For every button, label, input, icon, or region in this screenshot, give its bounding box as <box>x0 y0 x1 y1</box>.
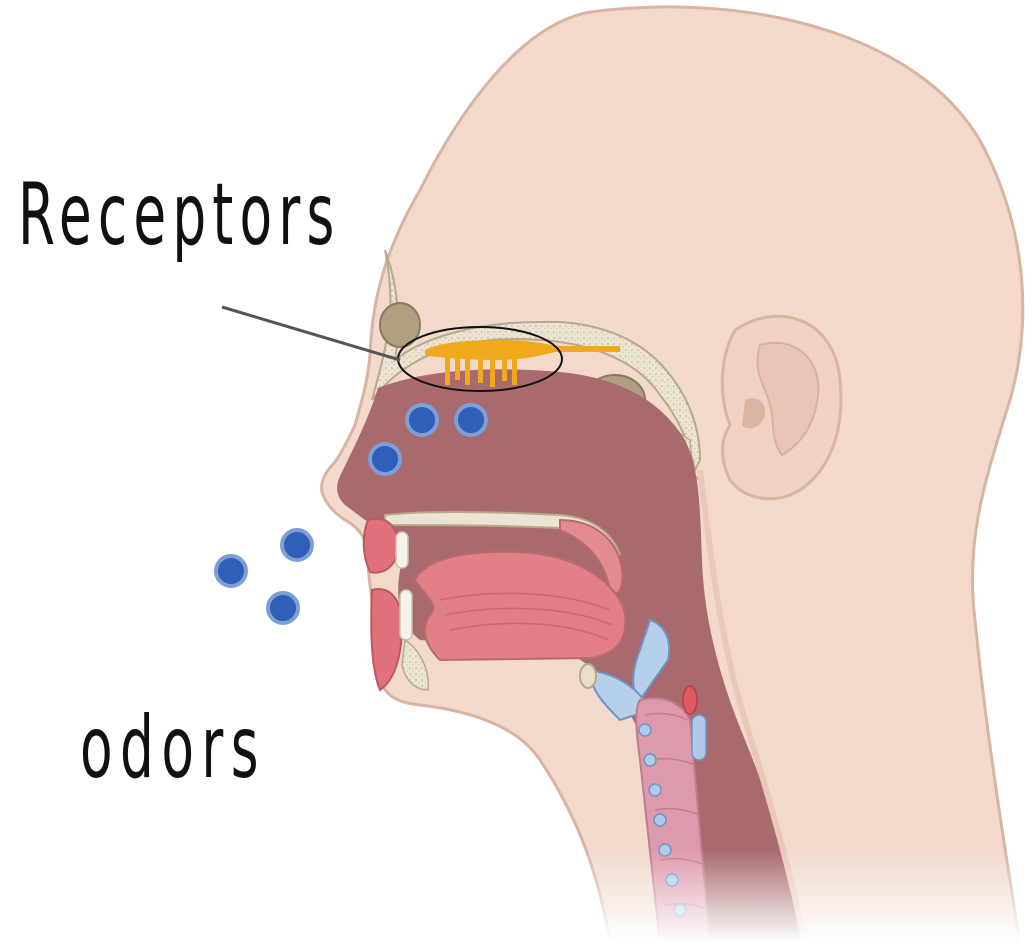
odor-molecule-icon <box>216 556 246 586</box>
odor-molecules-outside <box>216 530 312 623</box>
bottom-fade <box>540 850 1035 943</box>
odors-label: odors <box>80 705 266 791</box>
odor-molecule-icon <box>370 444 400 474</box>
receptors-label: Receptors <box>18 172 340 258</box>
lower-tooth-icon <box>400 590 412 640</box>
odor-molecule-icon <box>456 405 486 435</box>
odor-molecule-icon <box>282 530 312 560</box>
odor-molecule-icon <box>268 593 298 623</box>
odor-molecule-icon <box>407 405 437 435</box>
upper-tooth-icon <box>396 532 408 568</box>
